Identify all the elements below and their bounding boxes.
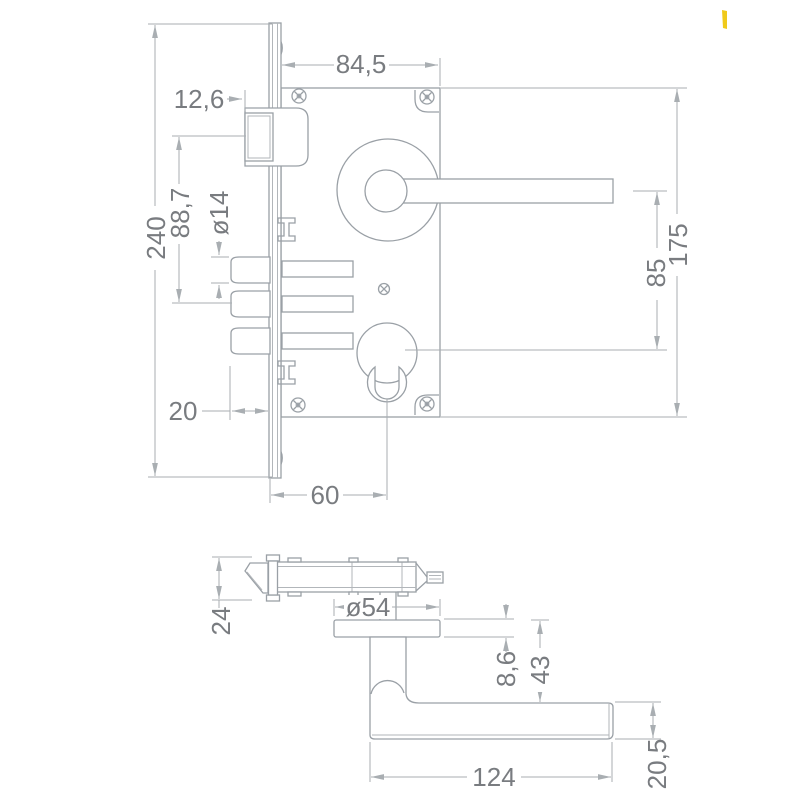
dim-latch-protrusion-label: 12,6 [174,84,225,114]
screw-icon [419,396,435,412]
tube-taper [415,562,428,592]
lever-shoulder-arc [370,679,405,695]
corner-plate-top [414,90,439,113]
dim-bolt-diameter-label: ø14 [204,191,234,236]
euro-cylinder-profile [366,365,408,403]
faceplate [268,22,282,479]
tube-tab [348,557,359,563]
faceplate-side [267,560,279,596]
spindle-rod [426,571,444,584]
yellow-mark [722,10,727,29]
faceplate-side-cap [265,594,281,602]
dimension-rose-diameter: ø54 [333,592,441,622]
dim-rose-thickness-label: 8,6 [491,651,521,687]
spindle-hub [364,169,408,213]
dim-backset-label: 60 [311,480,340,510]
deadbolt-pin [230,290,271,318]
screw-icon [291,88,307,104]
dimension-case-height: 175 [441,87,693,418]
dim-rose-to-grip-label: 43 [525,656,555,685]
tube-tab [397,591,409,597]
dimension-rose-thickness: 8,6 [444,604,521,687]
dimension-rose-to-grip: 43 [525,619,555,702]
screw-icon [419,89,435,105]
dim-faceplate-width-label: 24 [206,607,236,636]
tube-tab [287,591,302,597]
faceplate-clip [277,360,296,385]
dim-bolt-protrusion-label: 20 [169,396,198,426]
euro-cylinder-ring [356,322,418,384]
tube-tab [287,557,302,563]
bolt-slot [281,332,354,350]
lever-handle-front [385,178,614,204]
handle-side-view [244,554,614,740]
lock-front-view [230,22,614,500]
deadbolt-pin [230,327,271,355]
deadbolt-pin [230,256,271,284]
dimension-bolt-protrusion: 20 [169,366,268,426]
dim-faceplate-height-label: 240 [141,216,171,259]
dimension-case-width: 84,5 [282,49,441,86]
faceplate-side-cap [265,554,281,562]
dim-case-width-label: 84,5 [336,49,387,79]
faceplate-clip [277,217,296,242]
dim-grip-length-label: 124 [472,762,515,792]
bolt-slot [281,260,354,278]
dimension-backset: 60 [269,479,386,510]
latch-bolt-side [244,562,269,594]
dimension-handle-to-cylinder: 85 [405,190,671,351]
dimension-latch-protrusion: 12,6 [174,84,246,114]
dimension-grip-length: 124 [369,742,613,792]
screw-icon [377,282,391,296]
dimension-latch-to-bolt: 88,7 [165,135,246,304]
latch-bolt-inner [247,115,271,159]
dimension-faceplate-height: 240 [141,23,272,478]
dimension-grip-thickness: 20,5 [615,701,672,790]
screw-icon [290,397,306,413]
rose-side [333,619,441,638]
bolt-slot [281,295,354,313]
dim-case-height-label: 175 [663,223,693,266]
lever-handle-side [369,636,614,740]
latch-bolt-head [244,112,274,162]
dimension-bolt-diameter: ø14 [204,191,234,299]
dim-grip-thickness-label: 20,5 [642,739,672,790]
dim-latch-to-bolt-label: 88,7 [165,188,195,239]
dimension-faceplate-width: 24 [206,556,252,636]
dim-rose-diameter-label: ø54 [346,592,391,622]
corner-plate-bottom [414,394,439,415]
tube-tab [397,557,409,563]
